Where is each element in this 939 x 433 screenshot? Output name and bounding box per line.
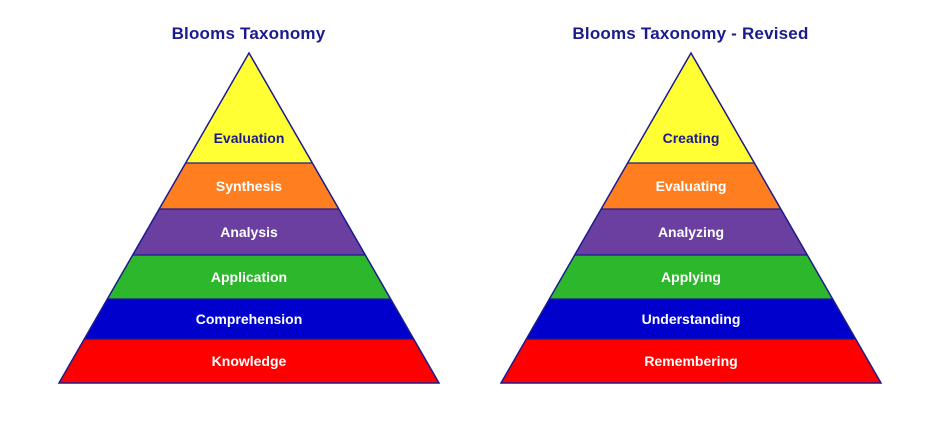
- pyramid-level-label: Knowledge: [211, 353, 286, 369]
- pyramid-level-label: Remembering: [644, 353, 737, 369]
- pyramid-outline: [57, 51, 440, 384]
- pyramid-level-label: Understanding: [641, 311, 740, 327]
- pyramid-level-label: Comprehension: [195, 311, 302, 327]
- pyramid-revised-diagram: Creating Evaluating Analyzing Applying U…: [499, 51, 882, 384]
- pyramid-original-diagram: Evaluation Synthesis Analysis Applicatio…: [57, 51, 440, 384]
- pyramids-row: Blooms Taxonomy: [0, 24, 939, 388]
- pyramid-level-label: Creating: [662, 130, 719, 146]
- pyramid-level-label: Evaluation: [213, 130, 284, 146]
- pyramid-original-title: Blooms Taxonomy: [171, 24, 326, 43]
- pyramid-level-band: [58, 299, 439, 339]
- pyramid-level-band: [58, 339, 439, 383]
- pyramid-outline: [499, 51, 882, 384]
- pyramid-level-label: Application: [210, 269, 286, 285]
- pyramid-level-label: Analyzing: [657, 224, 723, 240]
- pyramid-revised-title: Blooms Taxonomy - Revised: [572, 24, 809, 43]
- pyramid-level-label: Evaluating: [655, 178, 726, 194]
- pyramid-level-label: Analysis: [220, 224, 278, 240]
- pyramid-level-label: Applying: [661, 269, 721, 285]
- pyramid-original: Blooms Taxonomy: [49, 24, 449, 388]
- pyramid-level-band: [500, 299, 881, 339]
- pyramid-level-label: Synthesis: [215, 178, 281, 194]
- pyramid-revised: Blooms Taxonomy - Revised: [491, 24, 891, 388]
- pyramid-level-band: [500, 339, 881, 383]
- pyramid-level-band: [500, 53, 881, 163]
- pyramid-level-band: [58, 53, 439, 163]
